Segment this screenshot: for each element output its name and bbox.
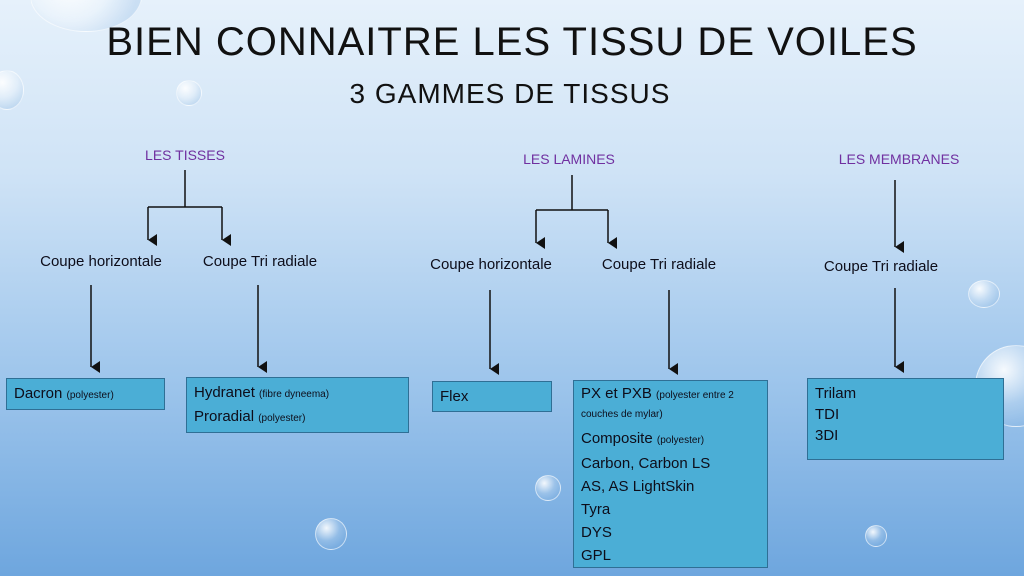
fabric-name: Flex <box>440 388 469 405</box>
branch-label: Coupe horizontale <box>430 256 552 273</box>
bubble-decoration <box>315 518 347 550</box>
slide-subtitle: 3 GAMMES DE TISSUS <box>349 78 671 109</box>
branch-label: Coupe Tri radiale <box>202 253 318 270</box>
fabric-item: Composite (polyester) <box>581 427 760 452</box>
fabric-item: Carbon, Carbon LS <box>581 455 711 472</box>
branch-label: Coupe Tri radiale <box>823 258 939 275</box>
fabric-item: PX et PXB (polyester entre 2 couches de … <box>581 385 760 423</box>
bubble-decoration <box>865 525 887 547</box>
bubble-decoration <box>176 80 202 106</box>
fabric-item: Proradial (polyester) <box>194 406 401 430</box>
fabric-name: Dacron <box>14 385 63 402</box>
fabric-name: PX et PXB <box>581 385 652 402</box>
fabric-note: (polyester entre 2 couches de mylar) <box>581 390 734 420</box>
fabric-item: Tyra <box>581 501 611 518</box>
fabric-note: (polyester) <box>258 413 306 424</box>
bubble-decoration <box>968 280 1000 308</box>
fabric-box-membranes: Trilam TDI 3DI <box>807 378 1004 460</box>
fabric-item: TDI <box>815 406 840 423</box>
fabric-item: GPL <box>581 547 612 564</box>
group-header-membranes: LES MEMBRANES <box>838 151 960 167</box>
fabric-name: Proradial <box>194 408 255 425</box>
fabric-box-tri-radiale-tisses: Hydranet (fibre dyneema) Proradial (poly… <box>186 377 409 433</box>
fabric-item: Trilam <box>815 385 857 402</box>
fabric-item: 3DI <box>815 427 839 444</box>
group-header-tisses: LES TISSES <box>145 147 225 163</box>
branch-label: Coupe Tri radiale <box>601 256 717 273</box>
fabric-item: AS, AS LightSkin <box>581 478 695 495</box>
branch-label: Coupe horizontale <box>40 253 162 270</box>
slide-title: BIEN CONNAITRE LES TISSU DE VOILES <box>106 20 918 64</box>
fabric-note: (polyester) <box>656 435 705 446</box>
fabric-box-dacron: Dacron (polyester) <box>6 378 165 410</box>
fabric-item: Hydranet (fibre dyneema) <box>194 382 401 406</box>
group-header-lamines: LES LAMINES <box>523 151 615 167</box>
fabric-note: (fibre dyneema) <box>259 389 330 400</box>
fabric-item: DYS <box>581 524 612 541</box>
fabric-name: Composite <box>581 430 653 447</box>
fabric-note: (polyester) <box>66 390 114 401</box>
fabric-name: Hydranet <box>194 384 255 401</box>
fabric-item: Dacron (polyester) <box>14 383 157 407</box>
fabric-box-tri-radiale-lamines: PX et PXB (polyester entre 2 couches de … <box>573 380 768 568</box>
bubble-decoration <box>535 475 561 501</box>
fabric-item: Flex <box>440 386 544 408</box>
fabric-box-flex: Flex <box>432 381 552 412</box>
